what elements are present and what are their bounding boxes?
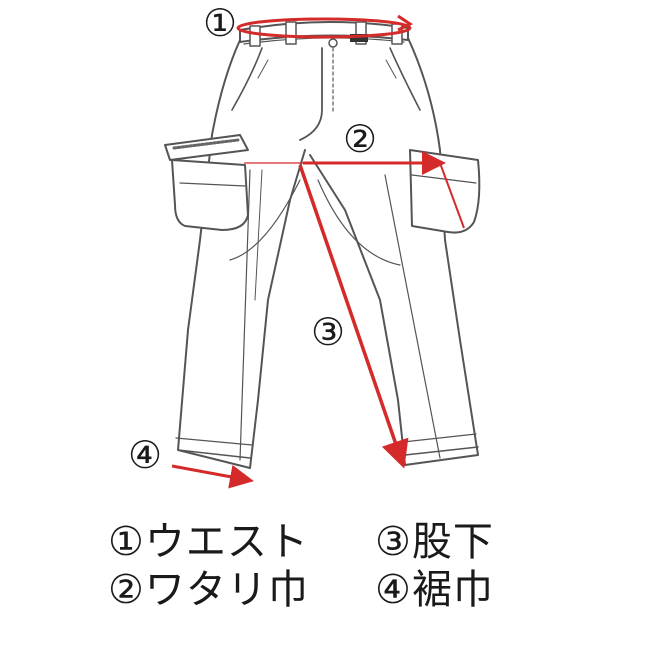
- marker-hem: ④: [128, 433, 162, 477]
- legend-inseam: ③股下: [375, 519, 494, 565]
- left-leg-outline: [177, 39, 306, 469]
- marker-thigh: ②: [343, 117, 377, 161]
- pants-outline: [164, 21, 481, 469]
- legend-thigh-width: ②ワタリ巾: [108, 567, 309, 613]
- waist-measure: [236, 17, 412, 39]
- legend-waist: ①ウエスト: [108, 519, 309, 565]
- marker-waist: ①: [203, 1, 237, 45]
- hem-measure: [171, 464, 254, 489]
- inseam-measure: [298, 164, 409, 469]
- right-leg-outline: [309, 37, 479, 466]
- measurement-lines: [171, 14, 465, 489]
- waistband: [239, 21, 409, 43]
- legend-hem-width: ④裾巾: [375, 567, 494, 613]
- marker-inseam: ③: [311, 310, 345, 354]
- left-cargo-pocket: [171, 159, 249, 231]
